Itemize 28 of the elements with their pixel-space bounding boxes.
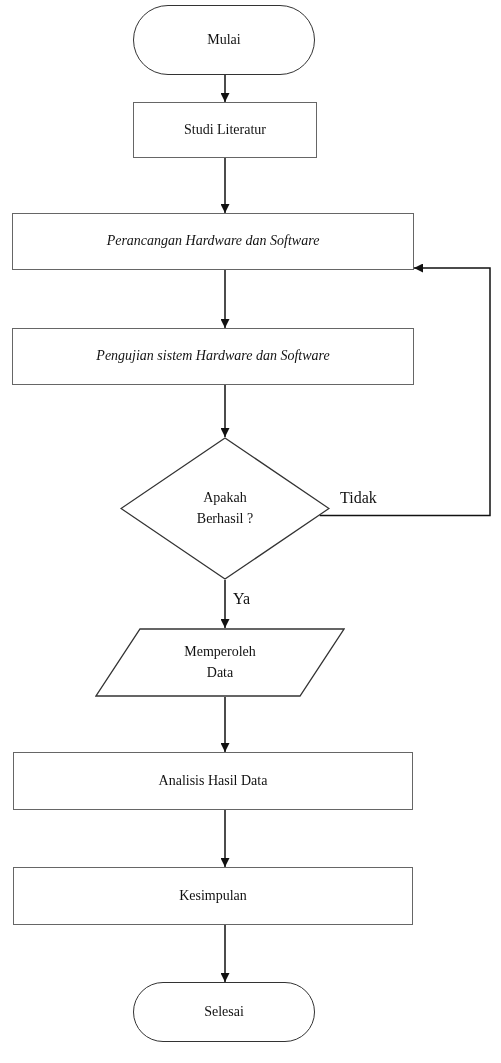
arrow: [220, 696, 230, 753]
edge-label: Tidak: [340, 489, 377, 507]
arrow: [220, 924, 230, 983]
node-label: Analisis Hasil Data: [158, 771, 268, 790]
node-label: Studi Literatur: [183, 120, 266, 139]
process-box: [13, 867, 413, 925]
arrow: [220, 809, 230, 868]
node-label: Selesai: [204, 1002, 244, 1021]
arrow: [220, 74, 230, 103]
process-box: [12, 213, 414, 270]
node-label: Kesimpulan: [179, 886, 247, 905]
node-label: Memperoleh Data: [183, 643, 257, 682]
decision-diamond: [120, 437, 330, 580]
process-box: [12, 328, 414, 385]
arrow: [220, 269, 230, 329]
arrow: [318, 263, 491, 517]
node-label: Mulai: [207, 30, 241, 49]
arrow: [220, 157, 230, 214]
arrow: [220, 579, 230, 629]
process-box: [133, 102, 317, 158]
arrow: [220, 384, 230, 438]
data-parallelogram: [95, 628, 345, 697]
terminator-shape: [133, 982, 315, 1042]
node-label: Perancangan Hardware dan Software: [106, 232, 320, 251]
node-label: Pengujian sistem Hardware dan Software: [96, 347, 330, 366]
process-box: [13, 752, 413, 810]
node-label: Apakah Berhasil ?: [195, 489, 255, 528]
edge-label: Ya: [233, 590, 251, 608]
